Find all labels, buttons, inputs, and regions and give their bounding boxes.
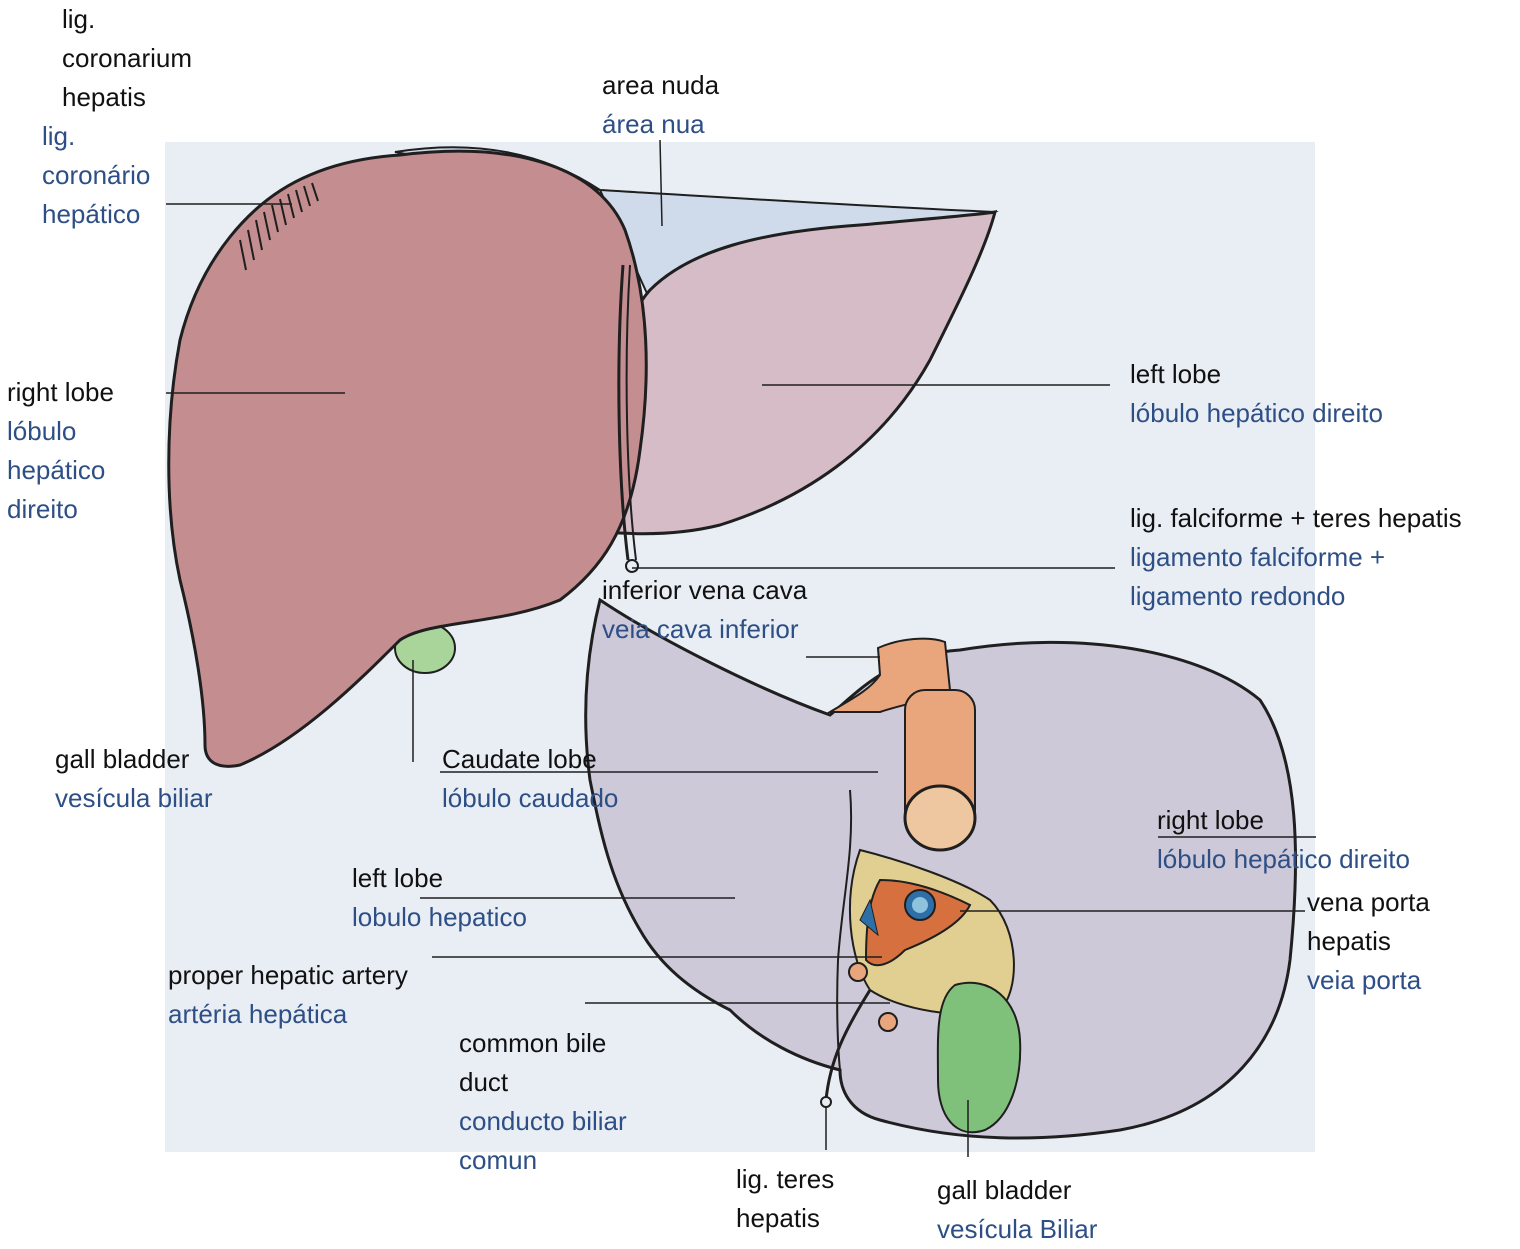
label-area-nuda-en: area nuda — [602, 66, 719, 105]
label-vena-porta-pt: veia porta — [1307, 961, 1430, 1000]
label-vena-porta-en: vena porta hepatis — [1307, 883, 1430, 961]
label-bile-duct: common bile duct conducto biliar comun — [459, 1024, 627, 1180]
label-area-nuda-pt: área nua — [602, 105, 719, 144]
label-ivc: inferior vena cava veia cava inferior — [602, 571, 807, 649]
label-bile-duct-en: common bile duct — [459, 1024, 627, 1102]
label-right-lobe-top: right lobe lóbulo hepático direito — [7, 373, 114, 529]
label-ivc-pt: veia cava inferior — [602, 610, 807, 649]
label-hepatic-artery-pt: artéria hepática — [168, 995, 408, 1034]
label-teres: lig. teres hepatis — [736, 1160, 834, 1238]
label-right-lobe-top-pt: lóbulo hepático direito — [7, 412, 114, 529]
label-right-lobe-bottom-pt: lóbulo hepático direito — [1157, 840, 1410, 879]
label-gall-bladder-top-en: gall bladder — [55, 740, 213, 779]
bile-duct-section — [879, 1013, 897, 1031]
label-right-lobe-bottom: right lobe lóbulo hepático direito — [1157, 801, 1410, 879]
label-gall-bladder-top: gall bladder vesícula biliar — [55, 740, 213, 818]
label-falciform: lig. falciforme + teres hepatis ligament… — [1130, 499, 1462, 616]
label-gall-bladder-bottom-pt: vesícula Biliar — [937, 1210, 1097, 1249]
label-left-lobe-bottom: left lobe lobulo hepatico — [352, 859, 527, 937]
label-left-lobe-bottom-pt: lobulo hepatico — [352, 898, 527, 937]
label-left-lobe-bottom-en: left lobe — [352, 859, 527, 898]
label-ivc-en: inferior vena cava — [602, 571, 807, 610]
label-hepatic-artery-en: proper hepatic artery — [168, 956, 408, 995]
label-falciform-pt: ligamento falciforme + ligamento redondo — [1130, 538, 1462, 616]
label-caudate-en: Caudate lobe — [442, 740, 618, 779]
label-gall-bladder-bottom: gall bladder vesícula Biliar — [937, 1171, 1097, 1249]
label-vena-porta: vena porta hepatis veia porta — [1307, 883, 1430, 1000]
label-caudate: Caudate lobe lóbulo caudado — [442, 740, 618, 818]
label-left-lobe-top-en: left lobe — [1130, 355, 1383, 394]
label-coronary-pt: lig. coronário hepático — [42, 117, 192, 234]
label-left-lobe-top-pt: lóbulo hepático direito — [1130, 394, 1383, 433]
label-gall-bladder-bottom-en: gall bladder — [937, 1171, 1097, 1210]
label-gall-bladder-top-pt: vesícula biliar — [55, 779, 213, 818]
label-falciform-en: lig. falciforme + teres hepatis — [1130, 499, 1462, 538]
hepatic-artery-section — [849, 963, 867, 981]
label-teres-en: lig. teres hepatis — [736, 1160, 834, 1238]
label-right-lobe-top-en: right lobe — [7, 373, 114, 412]
label-hepatic-artery: proper hepatic artery artéria hepática — [168, 956, 408, 1034]
vena-cava-opening — [905, 786, 975, 850]
label-right-lobe-bottom-en: right lobe — [1157, 801, 1410, 840]
label-area-nuda: area nuda área nua — [602, 66, 719, 144]
label-bile-duct-pt: conducto biliar comun — [459, 1102, 627, 1180]
label-left-lobe-top: left lobe lóbulo hepático direito — [1130, 355, 1383, 433]
label-caudate-pt: lóbulo caudado — [442, 779, 618, 818]
label-coronary-en: lig. coronarium hepatis — [42, 0, 192, 117]
label-coronary: lig. coronarium hepatis lig. coronário h… — [42, 0, 192, 234]
